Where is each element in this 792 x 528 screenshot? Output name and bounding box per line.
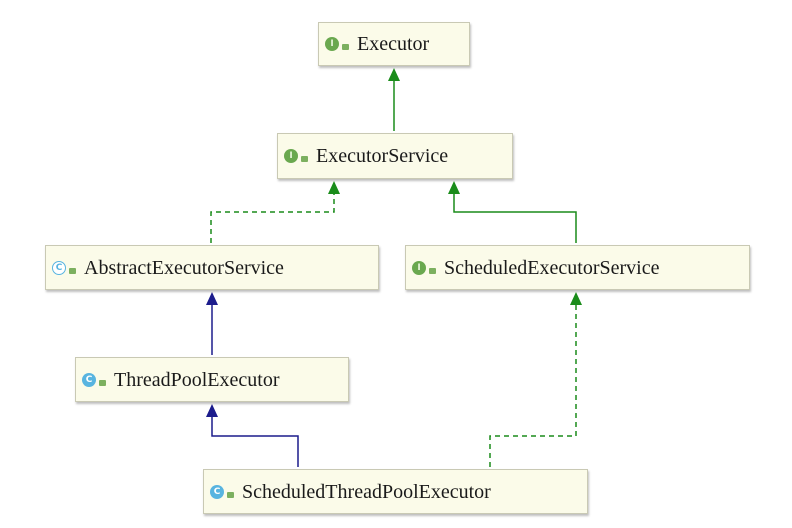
lock-icon: [301, 150, 308, 162]
lock-icon: [342, 38, 349, 50]
edge-threadpoolexecutor-to-abstractexecutorservice: [206, 292, 218, 355]
edge-executorservice-to-executor: [388, 68, 400, 131]
node-name: AbstractExecutorService: [84, 256, 284, 279]
node-name: ScheduledExecutorService: [444, 256, 660, 279]
node-name: ExecutorService: [316, 145, 449, 167]
edge-scheduledexecutorservice-to-executorservice: [448, 181, 577, 243]
node-executor-service[interactable]: I ExecutorService: [277, 133, 513, 179]
lock-icon: [69, 262, 76, 274]
node-scheduled-executor-service[interactable]: I ScheduledExecutorService: [405, 245, 750, 290]
class-icon: C: [210, 484, 224, 499]
edge-scheduledthreadpoolexecutor-to-threadpoolexecutor: [206, 404, 299, 467]
node-name: ThreadPoolExecutor: [114, 368, 280, 391]
node-name: Executor: [357, 33, 430, 55]
interface-icon: I: [325, 37, 339, 51]
edge-abstractexecutorservice-to-executorservice: [210, 181, 340, 243]
edge-scheduledthreadpoolexecutor-to-scheduledexecutorservice: [489, 292, 582, 467]
interface-icon: I: [412, 260, 426, 275]
class-icon: C: [82, 372, 96, 387]
abstract-class-icon: C: [52, 260, 66, 275]
node-executor[interactable]: I Executor: [318, 22, 470, 66]
lock-icon: [429, 262, 436, 274]
lock-icon: [227, 486, 234, 498]
node-scheduled-thread-pool-executor[interactable]: C ScheduledThreadPoolExecutor: [203, 469, 588, 514]
node-abstract-executor-service[interactable]: C AbstractExecutorService: [45, 245, 379, 290]
node-thread-pool-executor[interactable]: C ThreadPoolExecutor: [75, 357, 349, 402]
node-name: ScheduledThreadPoolExecutor: [242, 480, 491, 503]
interface-icon: I: [284, 149, 298, 163]
lock-icon: [99, 374, 106, 386]
